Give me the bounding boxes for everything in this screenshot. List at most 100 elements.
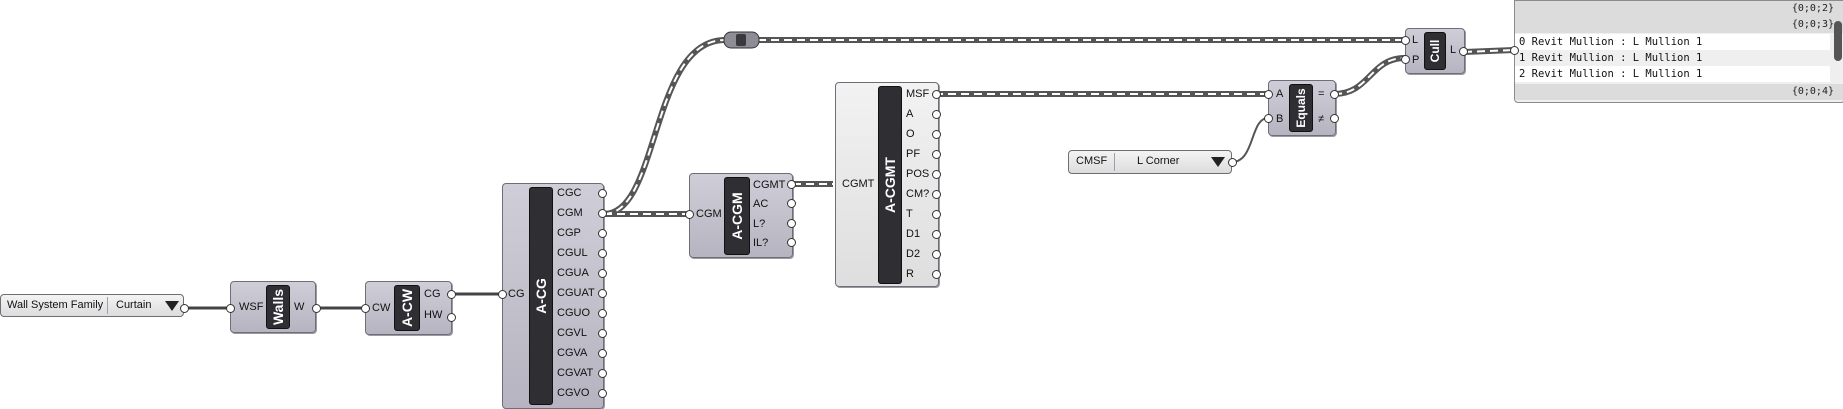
output-grip[interactable] — [598, 209, 607, 218]
output-label: MSF — [906, 88, 930, 100]
input-grip[interactable] — [1264, 114, 1273, 123]
output-grip[interactable] — [598, 309, 607, 318]
output-grip[interactable] — [598, 249, 607, 258]
a-cgmt-component[interactable]: CGMT A-CGMT MSF A O PF POS CM? T D1 D2 R — [835, 82, 939, 287]
cmsf-value-list[interactable]: CMSF L Corner — [1068, 150, 1232, 174]
component-nickname: A-CW — [394, 285, 420, 331]
output-grip[interactable] — [447, 313, 456, 322]
output-grip[interactable] — [932, 110, 941, 119]
output-label: CGC — [557, 187, 582, 199]
component-nickname: Cull — [1424, 32, 1446, 70]
output-grip[interactable] — [932, 210, 941, 219]
input-label: A — [1276, 88, 1284, 100]
panel-band — [1515, 84, 1843, 100]
output-panel[interactable]: {0;0;2} {0;0;3} 0 Revit Mullion : L Mull… — [1514, 0, 1843, 103]
output-grip[interactable] — [932, 270, 941, 279]
output-label: CGVO — [557, 387, 590, 399]
output-grip[interactable] — [598, 189, 607, 198]
input-label: B — [1276, 113, 1284, 125]
output-grip[interactable] — [598, 289, 607, 298]
component-name-text: A-CW — [399, 288, 415, 328]
output-label: T — [906, 208, 913, 220]
output-grip[interactable] — [598, 329, 607, 338]
input-grip[interactable] — [1401, 55, 1410, 64]
output-label: CGP — [557, 227, 581, 239]
value-list-selected[interactable]: Curtain — [116, 299, 152, 311]
input-label: CGMT — [842, 178, 875, 190]
input-grip[interactable] — [361, 304, 370, 313]
output-grip[interactable] — [598, 369, 607, 378]
dropdown-arrow-icon[interactable] — [1211, 157, 1225, 167]
output-grip[interactable] — [787, 199, 796, 208]
output-grip[interactable] — [1228, 158, 1237, 167]
a-cgm-component[interactable]: CGM A-CGM CGMT AC L? IL? — [689, 173, 793, 258]
output-grip[interactable] — [932, 150, 941, 159]
value-list-divider — [107, 297, 108, 314]
output-grip[interactable] — [1330, 114, 1339, 123]
a-cw-component[interactable]: CW A-CW CG HW — [365, 281, 452, 335]
output-grip[interactable] — [447, 290, 456, 299]
input-label: CG — [508, 288, 525, 300]
output-grip[interactable] — [932, 130, 941, 139]
component-nickname: A-CG — [529, 187, 553, 405]
panel-scrollbar[interactable] — [1834, 21, 1842, 61]
output-grip[interactable] — [598, 269, 607, 278]
output-label: D2 — [906, 248, 921, 260]
output-grip[interactable] — [932, 190, 941, 199]
wire-cmsf-to-equals — [1231, 117, 1269, 163]
dropdown-arrow-icon[interactable] — [165, 301, 179, 311]
panel-line: 2 Revit Mullion : L Mullion 1 — [1515, 66, 1830, 82]
output-grip[interactable] — [932, 170, 941, 179]
output-label: CGVL — [557, 327, 587, 339]
a-cg-component[interactable]: CG A-CG CGC CGM CGP CGUL CGUA CGUAT CGUO… — [502, 183, 604, 409]
output-grip[interactable] — [787, 219, 796, 228]
output-label: CGUAT — [557, 287, 595, 299]
output-grip[interactable] — [1459, 47, 1468, 56]
output-grip[interactable] — [180, 304, 189, 313]
input-grip[interactable] — [498, 290, 507, 299]
wall-system-family-value-list[interactable]: Wall System Family Curtain — [0, 294, 184, 317]
output-grip[interactable] — [598, 229, 607, 238]
value-list-label: CMSF — [1076, 155, 1108, 167]
walls-component[interactable]: WSF Walls W — [230, 281, 316, 333]
output-label: CGUL — [557, 247, 588, 259]
output-label: A — [906, 108, 914, 120]
output-label: CGVAT — [557, 367, 594, 379]
component-name-text: A-CG — [533, 278, 549, 314]
input-grip[interactable] — [1401, 36, 1410, 45]
input-grip[interactable] — [1264, 90, 1273, 99]
cull-component[interactable]: L P Cull L — [1405, 28, 1465, 74]
input-grip[interactable] — [685, 210, 694, 219]
input-grip[interactable] — [1510, 46, 1519, 55]
panel-line: 1 Revit Mullion : L Mullion 1 — [1519, 52, 1703, 64]
component-nickname: Walls — [266, 285, 290, 329]
input-grip[interactable] — [226, 304, 235, 313]
output-grip[interactable] — [787, 180, 796, 189]
output-label: CGM — [557, 207, 583, 219]
output-grip[interactable] — [598, 349, 607, 358]
value-list-divider — [1114, 153, 1115, 171]
output-grip[interactable] — [932, 250, 941, 259]
value-list-selected[interactable]: L Corner — [1137, 155, 1180, 167]
output-grip[interactable] — [312, 304, 321, 313]
output-label: CG — [424, 288, 441, 300]
component-nickname: A-CGMT — [878, 86, 902, 284]
input-label: CW — [372, 302, 391, 314]
input-label: P — [1412, 54, 1420, 66]
equals-component[interactable]: A B Equals = ≠ — [1268, 80, 1336, 136]
output-grip[interactable] — [787, 238, 796, 247]
branch-path: {0;0;4} — [1791, 86, 1834, 97]
output-label: CGUO — [557, 307, 590, 319]
output-grip[interactable] — [932, 90, 941, 99]
component-name-text: Walls — [270, 288, 286, 326]
output-label: HW — [424, 309, 443, 321]
output-label: PF — [906, 148, 921, 160]
output-grip[interactable] — [932, 230, 941, 239]
output-label: POS — [906, 168, 930, 180]
output-label: W — [294, 301, 305, 313]
relay-node — [723, 31, 760, 49]
panel-line: 0 Revit Mullion : L Mullion 1 — [1515, 34, 1830, 50]
output-grip[interactable] — [598, 389, 607, 398]
output-grip[interactable] — [1330, 90, 1339, 99]
